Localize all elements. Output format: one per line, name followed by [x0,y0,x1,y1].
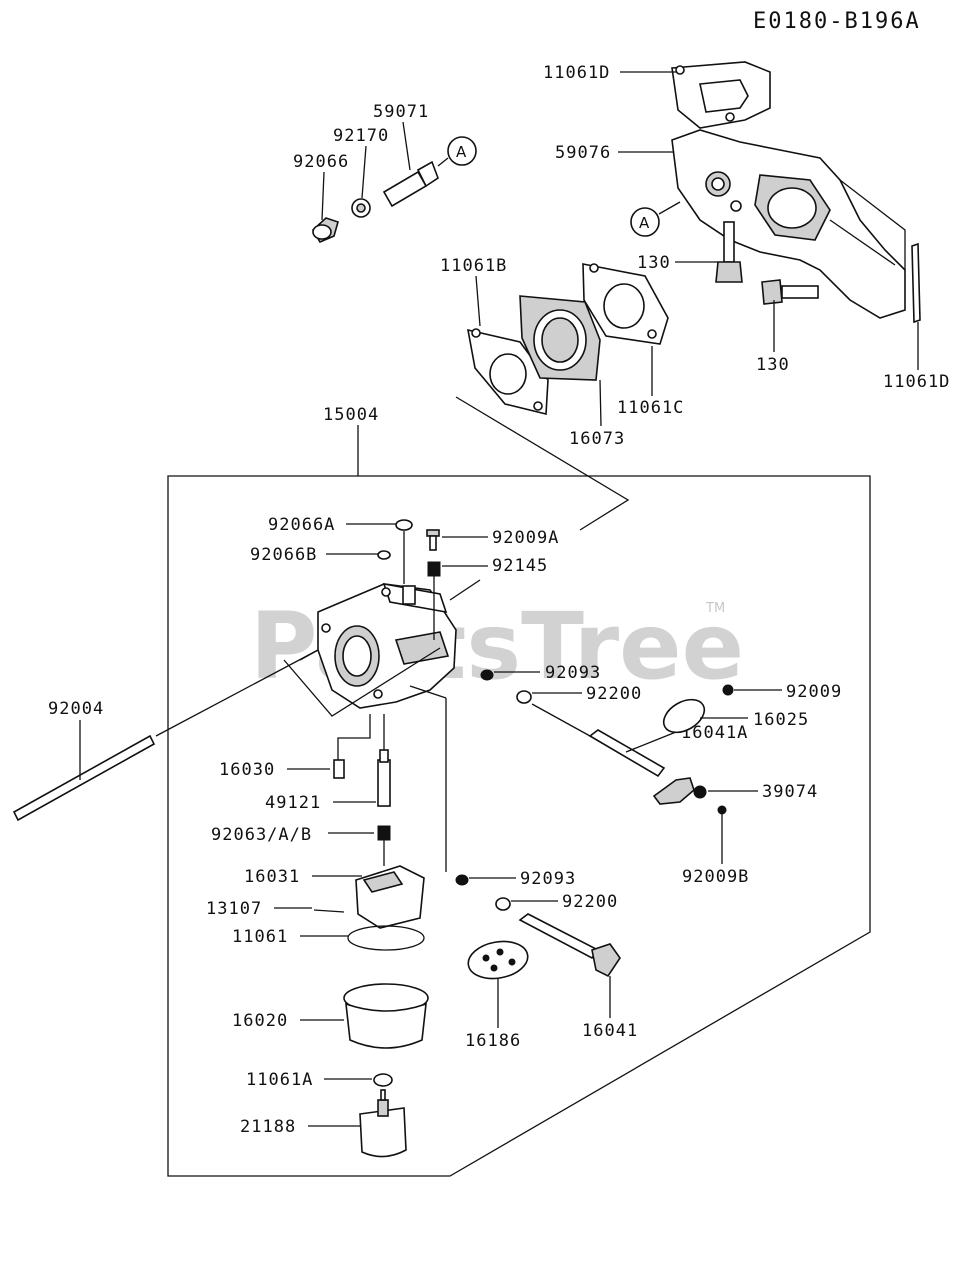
gasket-11061B-part[interactable] [466,328,549,416]
manifold-group: A 11061D 59076 130 130 11061D [543,61,950,392]
pin-13107-part[interactable] [313,909,345,913]
float-16031-part[interactable] [355,865,425,929]
jet-16030-part[interactable] [333,759,345,779]
spring-92145-part[interactable] [427,561,441,577]
label-21188: 21188 [240,1117,296,1137]
cap-92066-part[interactable] [311,217,339,244]
label-92009A: 92009A [492,528,559,548]
label-92004: 92004 [48,699,104,719]
washer-11061A-part[interactable] [373,1073,393,1087]
screw-92009B-part[interactable] [717,805,727,815]
callout-a-upper: A [447,136,477,166]
plug-92066B-part[interactable] [377,550,391,560]
label-59076: 59076 [555,143,611,163]
carburetor-assembly-frame: 15004 [167,405,871,1177]
label-92009B: 92009B [682,867,749,887]
screw-92009A-part[interactable] [426,529,440,551]
gasket-11061D-right-part[interactable] [911,242,921,324]
seal-92093-lower-part[interactable] [455,874,469,886]
label-130-a: 130 [637,253,671,273]
label-92063: 92063/A/B [211,825,312,845]
gasket-11061C-part[interactable] [582,263,669,345]
plug-92066A-part[interactable] [395,519,413,531]
lever-39074-part[interactable] [652,777,707,805]
label-130-b: 130 [756,355,790,375]
label-16186: 16186 [465,1031,521,1051]
spacer-group: 11061B 11061C 16073 [440,256,684,531]
label-16020: 16020 [232,1011,288,1031]
label-11061A: 11061A [246,1070,313,1090]
gasket-11061D-top-part[interactable] [671,61,771,129]
label-49121: 49121 [265,793,321,813]
fitting-group: A 59071 92170 92066 [293,102,477,244]
carburetor-body-part[interactable] [299,582,457,709]
plate-16186-part[interactable] [465,937,530,983]
label-11061D-top: 11061D [543,63,610,83]
stud-92004-part[interactable] [12,734,156,822]
screw-92009-part[interactable] [722,684,734,696]
callout-a-lower: A [630,207,660,237]
label-16041A: 16041A [681,723,748,743]
label-15004: 15004 [323,405,379,425]
label-16031: 16031 [244,867,300,887]
shaft-16041-part[interactable] [518,913,621,978]
label-11061: 11061 [232,927,288,947]
nozzle-49121-part[interactable] [377,749,391,807]
shaft-16041A-part[interactable] [588,729,666,778]
washer-92200-lower-part[interactable] [495,897,511,911]
plate-16025-part[interactable] [658,693,710,739]
label-39074: 39074 [762,782,818,802]
oring-11061-part[interactable] [347,925,425,951]
label-92200-a: 92200 [586,684,642,704]
bowl-16020-part[interactable] [343,983,429,1049]
label-92066B: 92066B [250,545,317,565]
label-13107: 13107 [206,899,262,919]
label-16073: 16073 [569,429,625,449]
bolt-130-horizontal-part[interactable] [761,279,819,305]
svg-text:A: A [456,143,467,161]
label-92200-b: 92200 [562,892,618,912]
diagram-code: E0180-B196A [753,9,921,34]
label-16025: 16025 [753,710,809,730]
manifold-59076-part[interactable] [671,129,906,319]
fitting-59071-part[interactable] [382,160,439,208]
seal-92093-upper-part[interactable] [480,669,494,681]
label-92145: 92145 [492,556,548,576]
label-11061B: 11061B [440,256,507,276]
label-92093-b: 92093 [520,869,576,889]
label-92066: 92066 [293,152,349,172]
jet-92063-part[interactable] [377,825,391,841]
label-11061D-right: 11061D [883,372,950,392]
label-92093-a: 92093 [545,663,601,683]
label-11061C: 11061C [617,398,684,418]
svg-text:A: A [639,214,650,232]
bolt-130-vertical-part[interactable] [715,221,743,283]
spacer-16073-part[interactable] [519,295,601,381]
label-92009: 92009 [786,682,842,702]
label-16041: 16041 [582,1021,638,1041]
clip-92170-part[interactable] [351,198,371,218]
washer-92200-upper-part[interactable] [516,690,532,704]
label-16030: 16030 [219,760,275,780]
solenoid-21188-part[interactable] [359,1089,407,1158]
label-59071: 59071 [373,102,429,122]
label-92170: 92170 [333,126,389,146]
label-92066A: 92066A [268,515,335,535]
watermark-trademark: TM [705,601,725,616]
